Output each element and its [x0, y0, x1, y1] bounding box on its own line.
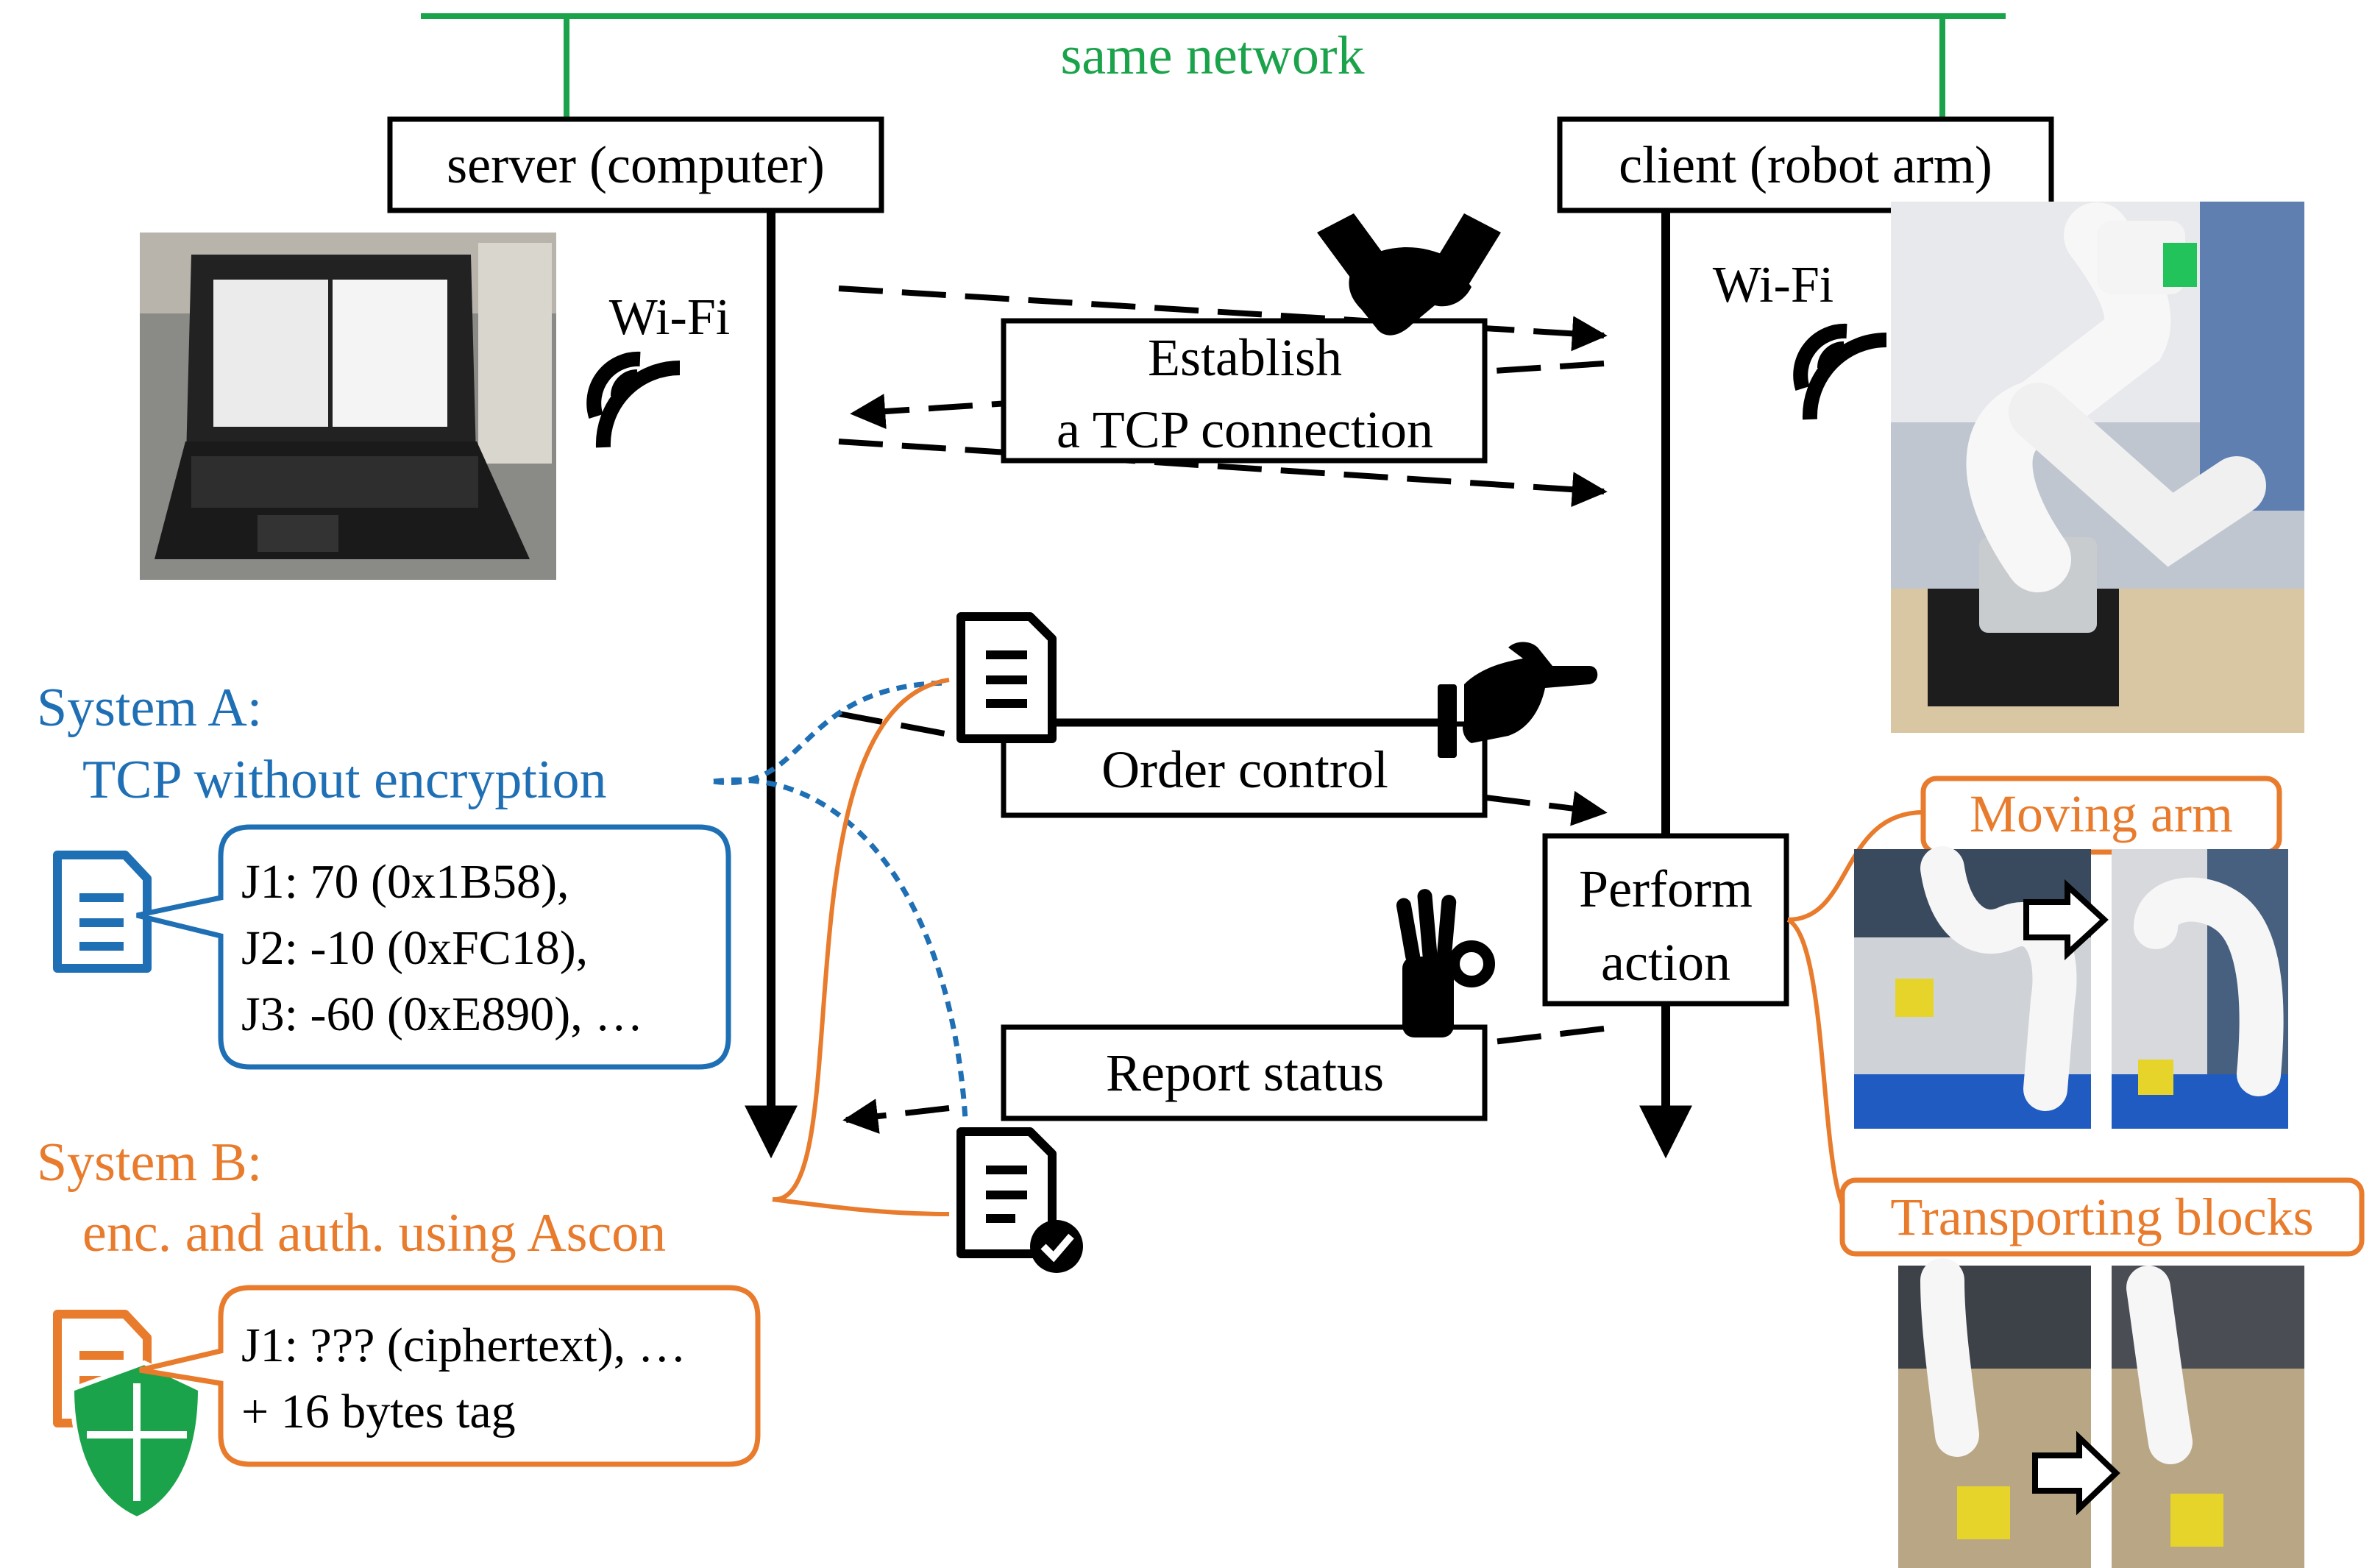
wifi-icon [1793, 323, 1887, 420]
system-b-callout [139, 1285, 761, 1467]
server-label: server (computer) [447, 135, 825, 194]
moving-arm-photo-after [2112, 849, 2288, 1129]
system-a-links [713, 680, 968, 1119]
transporting-arrow [2032, 1430, 2120, 1516]
pointing-hand-icon [1438, 642, 1598, 758]
perform-line2: action [1601, 933, 1730, 992]
system-b-links [772, 678, 950, 1216]
system-b-line1: J1: ??? (ciphertext), … [241, 1319, 686, 1372]
laptop-photo [140, 233, 556, 580]
order-box [1001, 721, 1488, 818]
system-a-title: System A: [37, 678, 262, 738]
moving-arm-photo-before [1854, 846, 2091, 1129]
robot-arm-photo [1891, 202, 2304, 733]
server-box [387, 116, 884, 213]
system-a-subtitle: TCP without encryption [82, 750, 607, 810]
server-wifi-label: Wi-Fi [609, 289, 730, 346]
perform-line1: Perform [1579, 859, 1753, 918]
system-b-line2: + 16 bytes tag [241, 1385, 516, 1438]
same-network-bracket [421, 13, 2006, 118]
handshake-line2: a TCP connection [1057, 400, 1433, 459]
client-wifi-label: Wi-Fi [1713, 257, 1833, 313]
transporting-tag [1839, 1177, 2365, 1257]
report-box [1001, 1024, 1488, 1121]
system-a-line1: J1: 70 (0x1B58), [241, 855, 569, 909]
system-b-subtitle: enc. and auth. using Ascon [82, 1203, 666, 1263]
handshake-line1: Establish [1148, 328, 1342, 387]
moving-arm-tag [1920, 776, 2282, 855]
report-label: Report status [1106, 1043, 1384, 1102]
system-a-callout [136, 824, 731, 1070]
moving-arm-label: Moving arm [1970, 784, 2233, 843]
system-b-title: System B: [37, 1132, 262, 1193]
order-arrows [838, 711, 1608, 826]
document-icon [956, 612, 1057, 743]
order-label: Order control [1101, 740, 1388, 799]
document-check-icon [956, 1127, 1083, 1273]
transporting-photo-after [2112, 1266, 2304, 1568]
system-a-line2: J2: -10 (0xFC18), [241, 921, 588, 975]
transporting-photo-before [1898, 1258, 2091, 1568]
wifi-icon [586, 351, 681, 448]
transporting-label: Transporting blocks [1890, 1188, 2313, 1246]
ok-hand-icon [1396, 889, 1495, 1037]
document-icon [53, 851, 152, 973]
report-arrows [842, 1026, 1605, 1134]
client-label: client (robot arm) [1619, 135, 1992, 194]
perform-box [1542, 833, 1789, 1007]
shield-cross [87, 1383, 187, 1501]
client-box [1557, 116, 2054, 213]
system-a-line3: J3: -60 (0xE890), … [241, 987, 643, 1041]
moving-arm-arrow [2023, 879, 2109, 961]
handshake-icon [1317, 213, 1501, 336]
handshake-box [1001, 318, 1488, 464]
same-network-label: same network [1060, 26, 1364, 86]
